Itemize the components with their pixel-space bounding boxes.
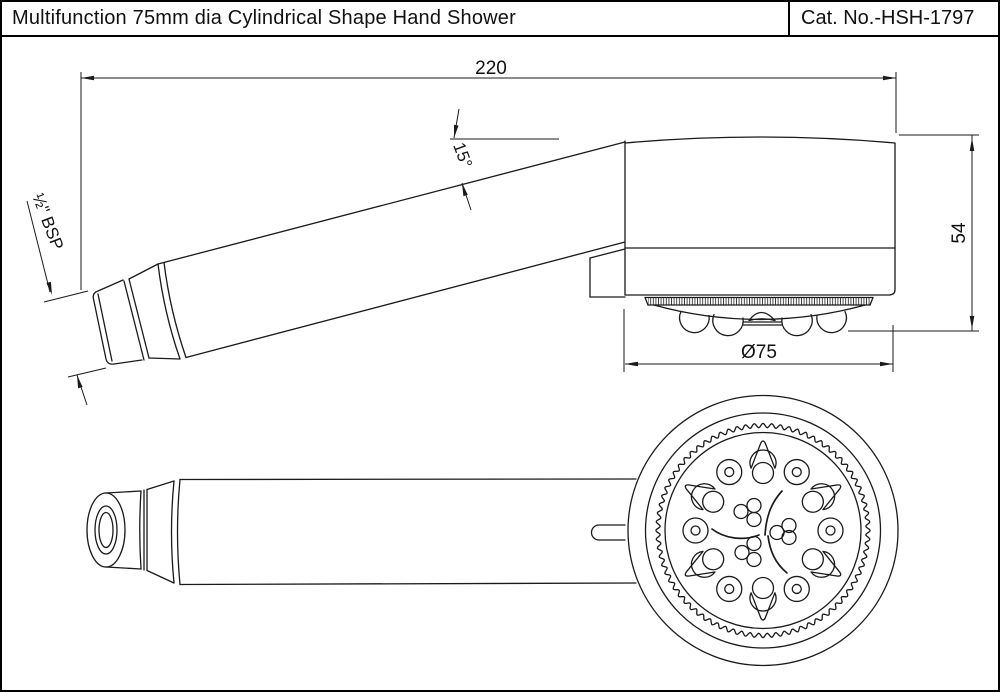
- teardrop-hole: [751, 461, 775, 485]
- teardrop-hole: [801, 548, 824, 571]
- center-nozzle: [748, 311, 776, 322]
- round-nozzle-hole: [791, 466, 802, 478]
- nozzle-dome: [678, 310, 710, 334]
- teardrop-outline: [749, 592, 777, 621]
- dim-spray-angle-text: 15°: [449, 140, 476, 171]
- arrowhead: [454, 124, 459, 138]
- teardrop-hole: [751, 576, 775, 600]
- diverter-tab: [590, 524, 626, 541]
- nozzle-dome: [816, 310, 848, 334]
- shower-face: [627, 394, 899, 667]
- teardrop-nozzle: [684, 548, 725, 578]
- teardrop-nozzle: [801, 548, 842, 578]
- arrowhead: [77, 375, 83, 389]
- teardrop-nozzle: [749, 576, 777, 621]
- arrowhead: [46, 281, 52, 295]
- small-nozzle: [746, 511, 762, 528]
- view-face: [86, 394, 899, 667]
- dim-head-height-text: 54: [949, 222, 970, 244]
- inlet-connector-plan: [86, 478, 181, 586]
- round-nozzle: [783, 458, 810, 486]
- teardrop-outline: [810, 483, 842, 511]
- view-side-elevation: 220 15° ½" BSP: [26, 58, 979, 406]
- round-nozzle: [682, 517, 709, 544]
- small-nozzle: [781, 529, 797, 546]
- nozzle-dome: [712, 313, 744, 337]
- dimension-arrows: [46, 75, 975, 389]
- teardrop-hole: [702, 490, 725, 513]
- round-nozzle: [716, 458, 743, 486]
- arrowhead: [969, 316, 975, 329]
- round-nozzle: [716, 575, 743, 603]
- round-nozzle: [817, 517, 844, 544]
- teardrop-outline: [684, 483, 716, 511]
- handle-side: [157, 141, 626, 359]
- dim-head-diameter-text: Ø75: [741, 342, 777, 363]
- round-nozzle-hole: [724, 466, 735, 478]
- dimension-head-diameter: Ø75: [623, 309, 894, 372]
- arrowhead: [462, 183, 468, 197]
- spray-nozzles: [682, 440, 844, 621]
- center-swirl: [711, 490, 788, 574]
- arrowhead: [883, 75, 896, 81]
- small-nozzle: [746, 497, 762, 514]
- handle-plan: [179, 478, 637, 586]
- catalog-number: Cat. No.-HSH-1797: [788, 2, 998, 35]
- teardrop-hole: [801, 490, 824, 513]
- teardrop-outline: [684, 550, 716, 578]
- small-nozzle: [746, 551, 762, 568]
- teardrop-nozzle: [684, 483, 725, 513]
- nozzle-dome: [781, 313, 813, 337]
- drawing-title: Multifunction 75mm dia Cylindrical Shape…: [12, 7, 516, 29]
- arrowhead: [81, 75, 94, 81]
- shower-head-side: [589, 136, 896, 298]
- small-nozzle: [781, 517, 797, 534]
- title-bar: Multifunction 75mm dia Cylindrical Shape…: [2, 2, 998, 37]
- spray-face-side: [653, 304, 866, 337]
- arrowhead: [880, 361, 893, 367]
- knurled-ring: [655, 422, 871, 639]
- knurled-band: [644, 296, 874, 306]
- round-nozzle-hole: [791, 583, 802, 595]
- small-nozzle: [734, 544, 750, 561]
- round-nozzle-hole: [690, 525, 701, 536]
- round-nozzle-hole: [724, 583, 735, 595]
- round-nozzle-hole: [825, 525, 836, 536]
- arrowhead: [969, 138, 975, 151]
- teardrop-nozzle: [801, 483, 842, 513]
- dim-inlet-thread-text: ½" BSP: [28, 191, 67, 253]
- dimension-head-height: 54: [848, 134, 979, 332]
- inlet-connector-side: [92, 261, 187, 365]
- teardrop-outline: [810, 550, 842, 578]
- teardrop-nozzle: [749, 440, 777, 485]
- scallop-edge: [655, 422, 871, 639]
- small-nozzle: [733, 503, 749, 520]
- round-nozzle: [783, 575, 810, 603]
- dimension-inlet-thread: ½" BSP: [26, 191, 107, 406]
- arrowhead: [625, 361, 638, 367]
- dimension-overall-length: 220: [80, 58, 897, 290]
- teardrop-hole: [702, 548, 725, 571]
- dim-overall-length-text: 220: [475, 58, 507, 79]
- teardrop-outline: [749, 440, 777, 469]
